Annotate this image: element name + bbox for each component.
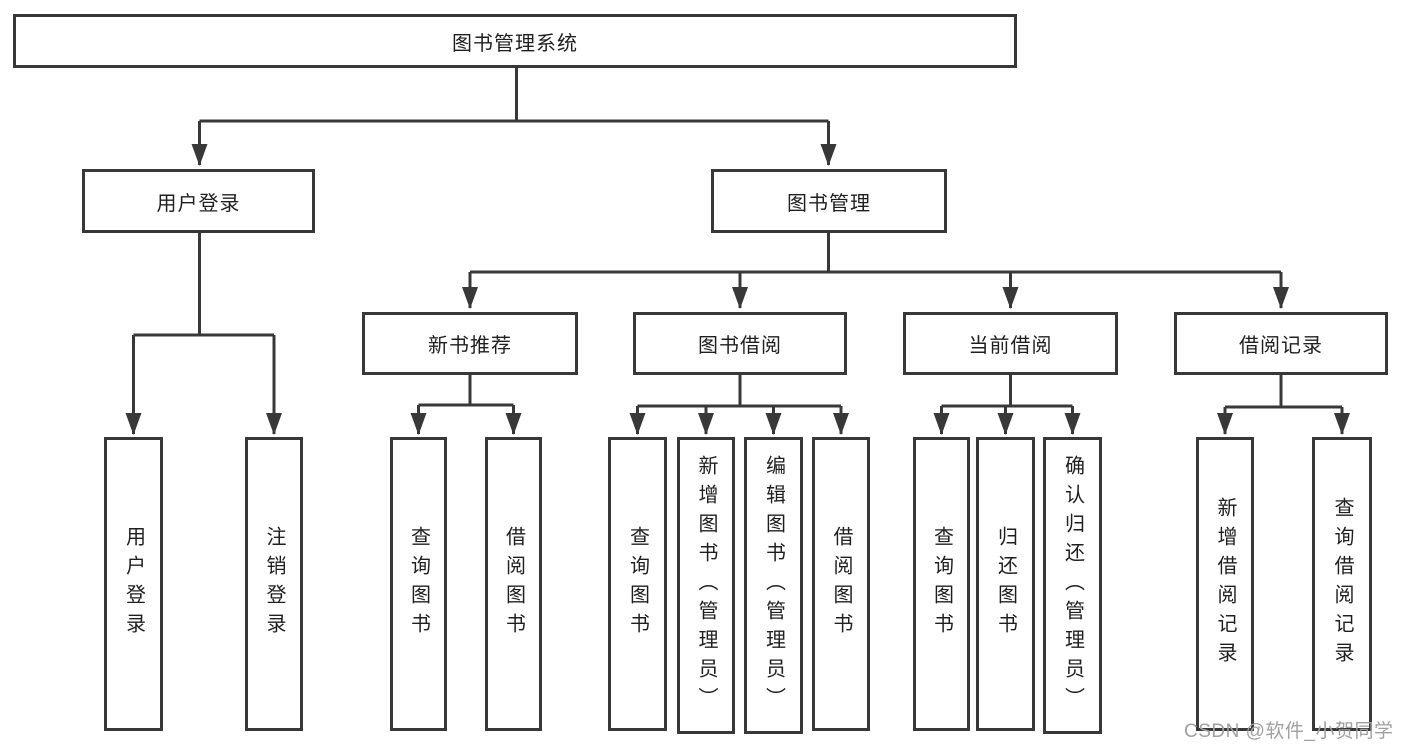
leaf-borrow-edit-books-admin: 编辑图书（管理员） — [744, 437, 803, 734]
leaf-user-login: 用户登录 — [104, 437, 163, 731]
leaf-current-confirm-return-admin: 确认归还（管理员） — [1043, 437, 1102, 734]
leaf-newbook-query-books: 查询图书 — [390, 437, 447, 731]
leaf-records-query-record: 查询借阅记录 — [1312, 437, 1372, 731]
csdn-watermark: CSDN @软件_小贺同学 — [1184, 721, 1394, 742]
leaf-borrow-borrow-books: 借阅图书 — [812, 437, 870, 731]
leaf-borrow-query-books: 查询图书 — [608, 437, 667, 731]
node-user-login: 用户登录 — [82, 169, 315, 233]
node-book-borrow: 图书借阅 — [633, 312, 847, 375]
node-library-system: 图书管理系统 — [13, 14, 1017, 68]
node-new-book-recommend: 新书推荐 — [362, 312, 578, 375]
leaf-newbook-borrow-books: 借阅图书 — [485, 437, 542, 731]
node-current-borrow: 当前借阅 — [903, 312, 1118, 375]
leaf-current-return-books: 归还图书 — [976, 437, 1035, 731]
node-borrow-records: 借阅记录 — [1174, 312, 1388, 375]
leaf-borrow-add-books-admin: 新增图书（管理员） — [677, 437, 735, 734]
leaf-logout: 注销登录 — [245, 437, 303, 731]
leaf-current-query-books: 查询图书 — [913, 437, 970, 731]
leaf-records-add-record: 新增借阅记录 — [1196, 437, 1254, 731]
node-book-management: 图书管理 — [711, 169, 947, 233]
